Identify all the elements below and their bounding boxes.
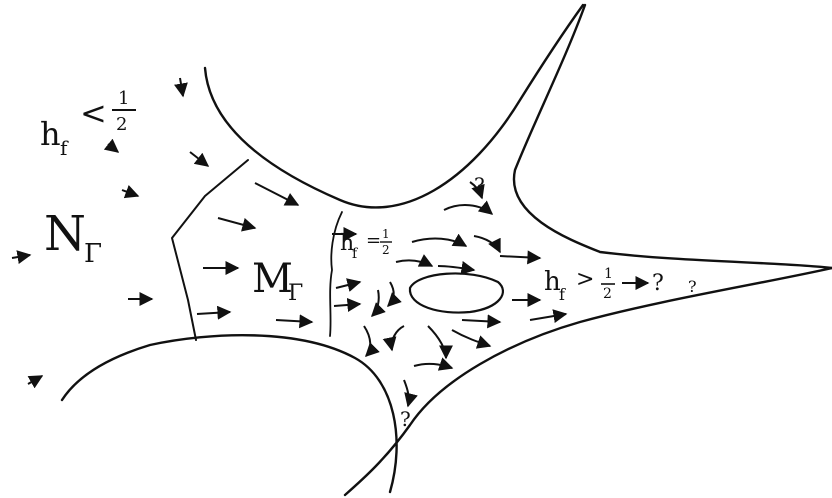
question-right: ? <box>652 271 664 296</box>
flow-arrow <box>388 282 394 306</box>
label-m-gamma: M Γ <box>252 256 303 306</box>
flow-arrow <box>108 144 118 152</box>
label-half-num: 1 <box>118 88 129 109</box>
label-m: M <box>252 256 293 302</box>
flow-arrow <box>364 326 370 356</box>
flow-arrow <box>404 380 409 406</box>
question-bottom: ? <box>400 407 411 431</box>
label-m-sub: Γ <box>288 281 303 306</box>
flow-arrow <box>462 320 500 322</box>
label-hf-right-rel: > <box>576 267 594 292</box>
label-hf-mid-num: 1 <box>382 227 390 241</box>
flow-arrow <box>438 266 474 270</box>
small-grain <box>410 273 503 312</box>
label-n: N <box>44 206 86 262</box>
flow-arrow <box>197 312 230 314</box>
flow-arrow <box>474 236 500 252</box>
flow-arrow <box>276 320 312 322</box>
label-hf-mid-den: 2 <box>382 243 390 257</box>
flow-arrow <box>372 290 379 316</box>
flow-arrow <box>396 260 432 266</box>
flow-arrow <box>218 218 255 228</box>
flow-arrow <box>500 256 540 258</box>
flow-arrow <box>28 376 42 384</box>
right-grain-boundary <box>514 5 832 268</box>
bottom-left-grain-boundary <box>62 335 397 492</box>
flow-arrow <box>428 326 446 358</box>
label-hf-mid-rel: = <box>366 230 381 251</box>
label-hf-left-rel: < <box>80 94 107 132</box>
label-hf-right-sub: f <box>559 285 566 304</box>
flow-arrow <box>336 282 360 288</box>
flow-arrow <box>334 304 360 306</box>
flow-arrow <box>255 183 298 205</box>
top-grain-boundary <box>205 5 583 207</box>
label-n-gamma: N Γ <box>44 206 102 269</box>
label-hf-right-num: 1 <box>604 266 613 282</box>
flow-arrow <box>392 326 404 350</box>
label-hf-right-den: 2 <box>603 286 612 302</box>
flow-arrow <box>530 314 566 320</box>
question-right-tip: ? <box>688 277 697 296</box>
label-hf-greater-than-half: h f > 1 2 ? <box>544 266 664 304</box>
label-hf-left: h <box>40 115 61 153</box>
label-n-sub: Γ <box>84 239 102 269</box>
label-hf-equal-half: h f = 1 2 <box>340 227 392 262</box>
flow-arrow <box>122 190 138 196</box>
label-hf-mid-sub: f <box>352 246 359 262</box>
label-half-den: 2 <box>116 114 127 135</box>
flow-arrows-junction-region <box>332 182 566 406</box>
flow-arrow <box>414 364 452 368</box>
flow-arrow <box>190 152 208 166</box>
flow-arrow <box>452 330 490 346</box>
flow-arrow <box>444 205 492 214</box>
flow-arrow <box>12 255 30 258</box>
label-hf-left-sub: f <box>60 136 69 160</box>
label-hf-less-than-half: h f < 1 2 <box>40 88 136 160</box>
flow-arrow <box>412 239 466 246</box>
flow-arrow <box>180 78 183 96</box>
